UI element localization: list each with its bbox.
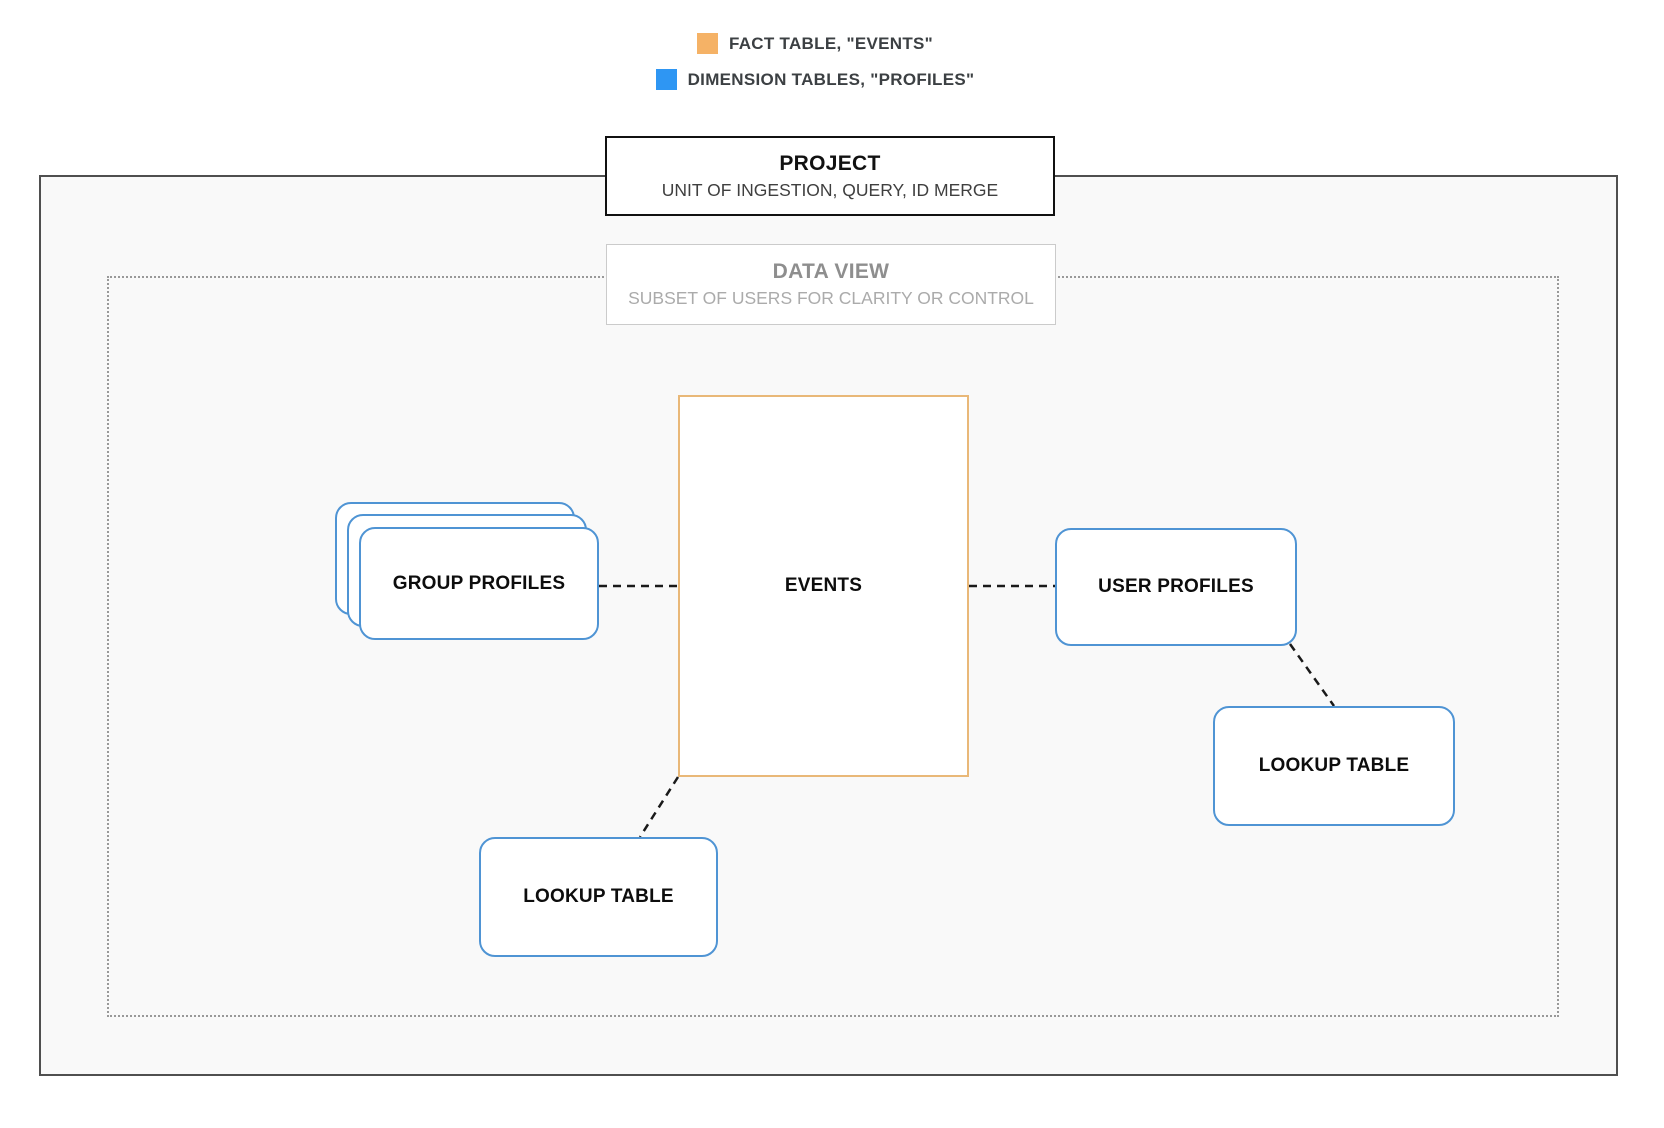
node-lookup-table-right-label: LOOKUP TABLE: [1258, 755, 1410, 776]
node-lookup-table-right: LOOKUP TABLE: [1213, 706, 1455, 826]
node-events: EVENTS: [678, 395, 969, 777]
project-title: PROJECT: [779, 151, 881, 175]
legend-label-dimension-tables: DIMENSION TABLES, "PROFILES": [687, 69, 975, 89]
node-group-profiles-label: GROUP PROFILES: [392, 572, 566, 594]
project-subtitle: UNIT OF INGESTION, QUERY, ID MERGE: [661, 179, 999, 200]
data-view-label-box: DATA VIEW SUBSET OF USERS FOR CLARITY OR…: [606, 244, 1056, 325]
legend-label-fact-table: FACT TABLE, "EVENTS": [728, 33, 934, 53]
legend-item-dimension-tables: DIMENSION TABLES, "PROFILES": [655, 69, 975, 90]
node-lookup-table-left: LOOKUP TABLE: [479, 837, 718, 957]
node-events-label: EVENTS: [784, 575, 863, 596]
data-view-title: DATA VIEW: [772, 260, 890, 283]
project-label-box: PROJECT UNIT OF INGESTION, QUERY, ID MER…: [605, 136, 1055, 216]
node-group-profiles: GROUP PROFILES: [359, 527, 599, 640]
node-user-profiles-label: USER PROFILES: [1098, 576, 1254, 597]
node-user-profiles: USER PROFILES: [1055, 528, 1297, 646]
fact-table-swatch-icon: [696, 33, 718, 54]
data-view-subtitle: SUBSET OF USERS FOR CLARITY OR CONTROL: [628, 288, 1034, 308]
node-lookup-table-left-label: LOOKUP TABLE: [523, 886, 674, 907]
legend: FACT TABLE, "EVENTS" DIMENSION TABLES, "…: [0, 33, 1630, 90]
dimension-tables-swatch-icon: [655, 69, 677, 90]
legend-item-fact-table: FACT TABLE, "EVENTS": [696, 33, 934, 54]
